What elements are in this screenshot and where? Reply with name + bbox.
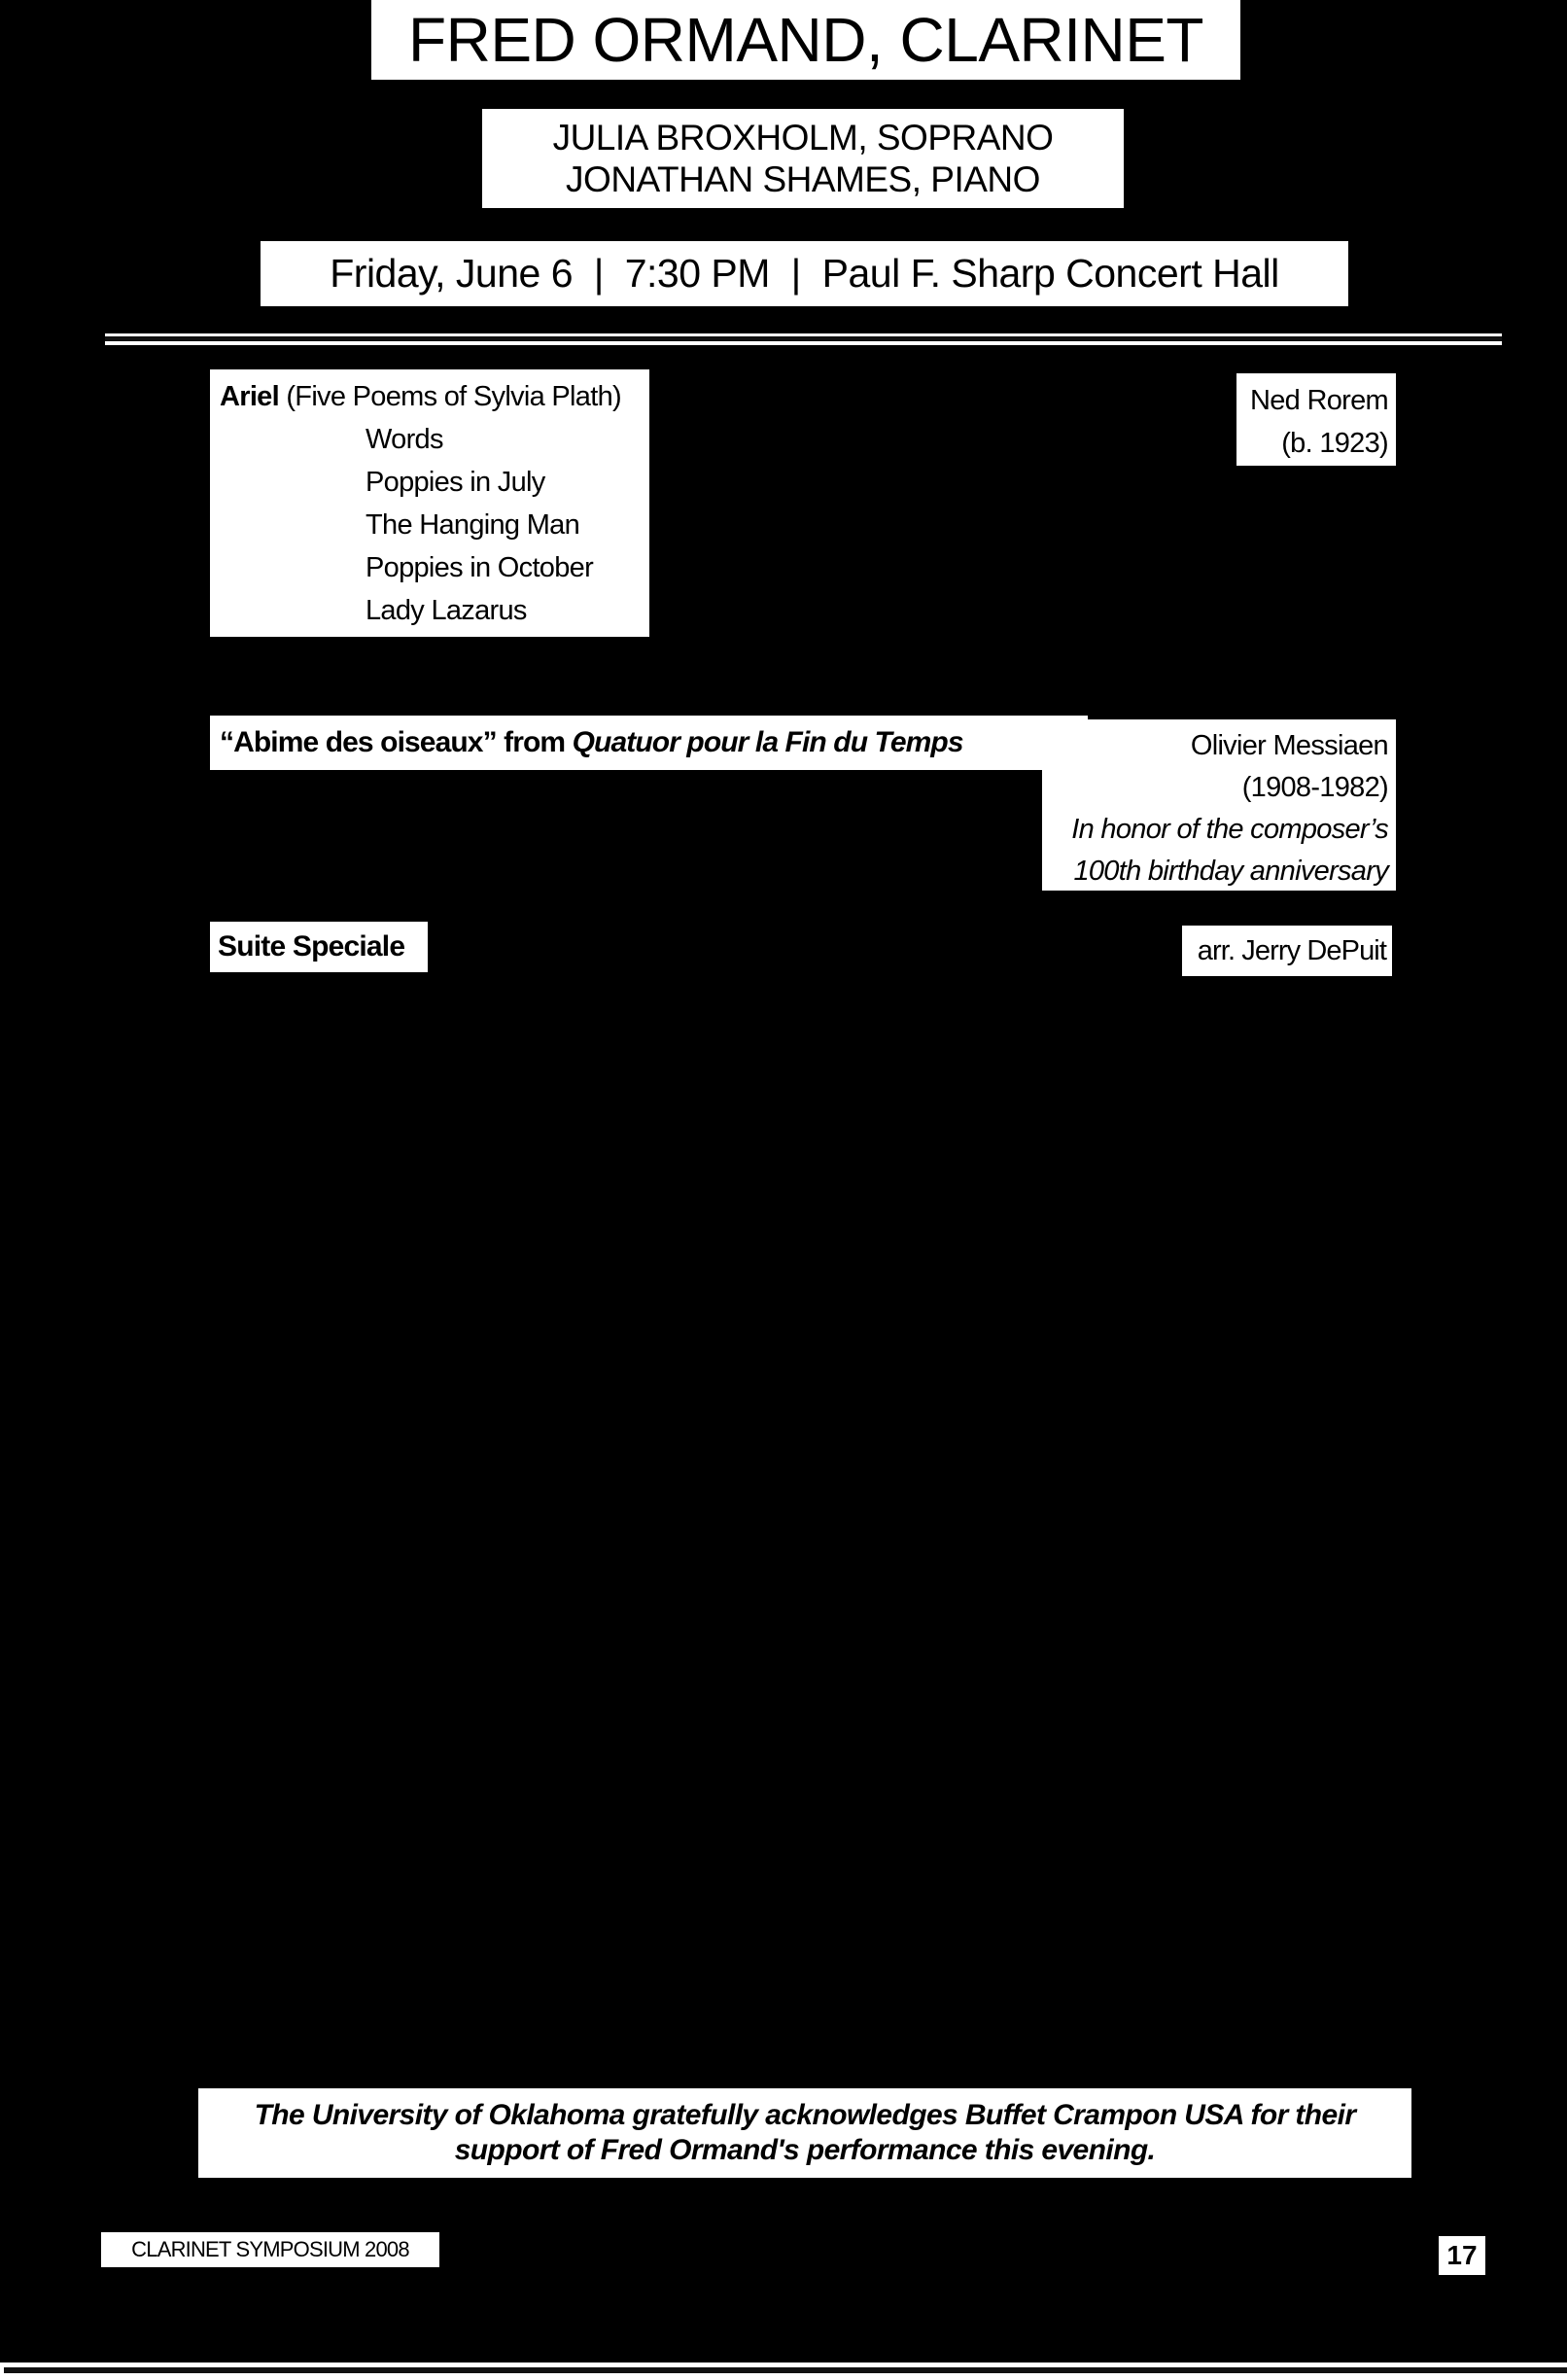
date-line: Friday, June 6 | 7:30 PM | Paul F. Sharp… <box>330 251 1279 296</box>
performers: JULIA BROXHOLM, SOPRANO JONATHAN SHAMES,… <box>482 109 1124 208</box>
composer-note: 100th birthday anniversary <box>1073 856 1388 887</box>
composer-rorem: Ned Rorem (b. 1923) <box>1236 373 1396 466</box>
composer-dates: (1908-1982) <box>1241 772 1389 803</box>
composer-dates: (b. 1923) <box>1281 428 1388 459</box>
work-subtitle: (Five Poems of Sylvia Plath) <box>286 381 621 412</box>
work-source: Quatuor pour la Fin du Temps <box>572 726 964 758</box>
composer-note: In honor of the composer’s <box>1071 814 1388 845</box>
publication-footer: CLARINET SYMPOSIUM 2008 <box>101 2232 439 2267</box>
acknowledgement-line: The University of Oklahoma gratefully ac… <box>254 2099 1356 2131</box>
movement: The Hanging Man <box>366 509 580 541</box>
movement: Poppies in July <box>366 467 545 498</box>
date-time-venue: Friday, June 6 | 7:30 PM | Paul F. Sharp… <box>261 241 1348 306</box>
divider-rule <box>105 333 1502 345</box>
arranger: arr. Jerry DePuit <box>1182 926 1392 976</box>
acknowledgement: The University of Oklahoma gratefully ac… <box>198 2088 1411 2178</box>
bottom-rule <box>0 2362 1567 2380</box>
work-title: Ariel <box>220 381 280 412</box>
program-item-ariel: Ariel (Five Poems of Sylvia Plath) Words… <box>210 369 649 637</box>
composer-name: Olivier Messiaen <box>1190 730 1389 761</box>
movement: Words <box>366 424 443 455</box>
performer-soprano: JULIA BROXHOLM, SOPRANO <box>552 118 1054 158</box>
concert-title: FRED ORMAND, CLARINET <box>371 0 1240 80</box>
movement: Lady Lazarus <box>366 595 527 626</box>
performer-piano: JONATHAN SHAMES, PIANO <box>566 159 1040 199</box>
work-title: “Abime des oiseaux” from <box>220 726 573 758</box>
page-number: 17 <box>1439 2236 1485 2275</box>
program-item-abime: “Abime des oiseaux” from Quatuor pour la… <box>210 716 1088 770</box>
program-item-suite-speciale: Suite Speciale <box>210 922 428 972</box>
composer-name: Ned Rorem <box>1250 385 1389 416</box>
movement: Poppies in October <box>366 552 594 583</box>
composer-messiaen: Olivier Messiaen (1908-1982) In honor of… <box>1042 719 1396 891</box>
acknowledgement-line: support of Fred Ormand's performance thi… <box>454 2134 1156 2166</box>
